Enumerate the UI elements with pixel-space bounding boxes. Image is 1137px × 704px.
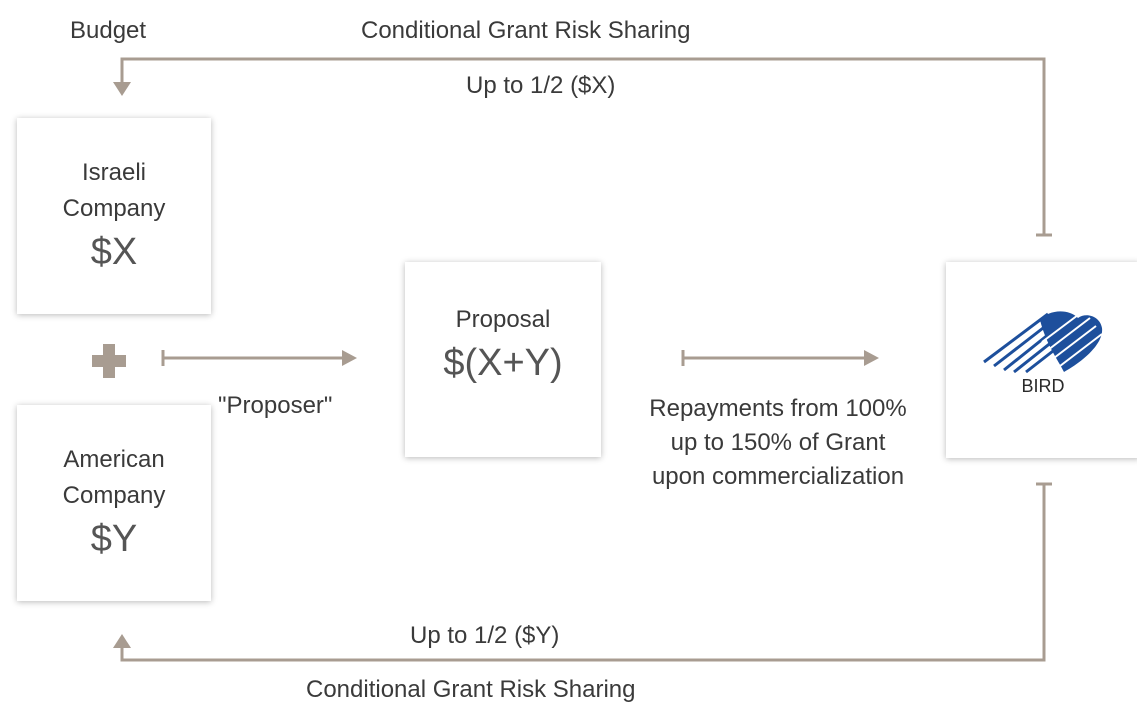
repayments-line3: upon commercialization bbox=[651, 463, 905, 490]
bottom-flow-title: Conditional Grant Risk Sharing bbox=[306, 676, 636, 703]
repayments-label: Repayments from 100% up to 150% of Grant… bbox=[618, 392, 938, 494]
top-arrowhead bbox=[113, 82, 131, 96]
proposer-label: "Proposer" bbox=[218, 392, 333, 419]
israeli-name-line1: Israeli bbox=[81, 159, 147, 186]
israeli-name-line2: Company bbox=[62, 195, 166, 222]
proposal-amount: $(X+Y) bbox=[443, 342, 563, 384]
repayment-arrowhead bbox=[864, 350, 879, 366]
proposal-name: Proposal bbox=[455, 306, 551, 333]
top-flow-amount: Up to 1/2 ($X) bbox=[466, 72, 616, 99]
american-company-card: American Company $Y bbox=[17, 405, 211, 601]
repayments-line2: up to 150% of Grant bbox=[670, 429, 886, 456]
israeli-company-card: Israeli Company $X bbox=[17, 118, 211, 314]
top-flow-line bbox=[120, 57, 1046, 235]
bird-name: BIRD bbox=[1021, 376, 1065, 396]
bottom-flow-amount: Up to 1/2 ($Y) bbox=[410, 622, 560, 649]
american-amount: $Y bbox=[90, 518, 138, 560]
bottom-arrowhead bbox=[113, 634, 131, 648]
repayments-line1: Repayments from 100% bbox=[649, 395, 907, 422]
plus-icon bbox=[92, 344, 126, 378]
american-name-line2: Company bbox=[62, 482, 166, 509]
bird-card: BIRD bbox=[946, 262, 1137, 458]
bird-logo-icon bbox=[983, 311, 1103, 374]
american-name-line1: American bbox=[63, 446, 165, 473]
bottom-flow-line bbox=[120, 484, 1046, 662]
top-flow-title: Conditional Grant Risk Sharing bbox=[361, 17, 691, 44]
israeli-amount: $X bbox=[90, 231, 138, 273]
proposer-arrowhead bbox=[342, 350, 357, 366]
proposal-card: Proposal $(X+Y) bbox=[405, 262, 601, 457]
budget-label: Budget bbox=[70, 17, 147, 44]
